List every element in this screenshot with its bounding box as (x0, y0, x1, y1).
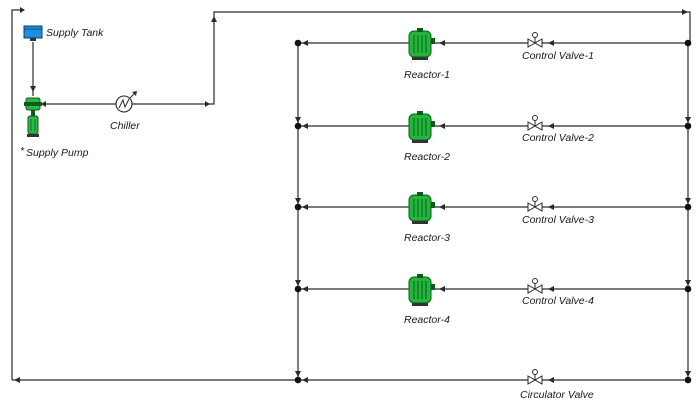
pump-discharge-line (42, 11, 691, 105)
arrow-icon (439, 40, 445, 46)
reactor-vessel-icon[interactable] (408, 28, 435, 60)
pipe-network (11, 9, 691, 381)
junction-node (684, 203, 692, 211)
arrow-icon (548, 377, 554, 383)
circulator-valve-label: Circulator Valve (520, 389, 594, 401)
control-valve-icon[interactable] (527, 196, 543, 212)
reactor-vessel-icon[interactable] (408, 111, 435, 143)
arrow-icon (20, 7, 25, 13)
junction-nodes (294, 39, 692, 384)
arrow-icon (295, 117, 301, 123)
junction-node (684, 376, 692, 384)
arrow-icon (685, 117, 691, 123)
junction-node (294, 39, 302, 47)
tank-icon[interactable] (23, 25, 43, 41)
junction-node (684, 285, 692, 293)
reactor-label: Reactor-1 (404, 69, 450, 81)
arrow-icon (439, 123, 445, 129)
arrow-icon (682, 9, 688, 15)
arrow-icon (685, 371, 691, 377)
return-line-left (11, 9, 20, 380)
control-valve-icon[interactable] (527, 369, 543, 385)
arrow-icon (302, 204, 308, 210)
arrow-icon (685, 280, 691, 286)
junction-node (294, 203, 302, 211)
junction-node (294, 122, 302, 130)
arrow-icon (205, 101, 210, 107)
arrow-icon (295, 280, 301, 286)
arrow-icon (14, 377, 20, 383)
arrow-icon (548, 286, 554, 292)
arrow-icon (302, 123, 308, 129)
reactor-label: Reactor-2 (404, 151, 450, 163)
junction-node (294, 285, 302, 293)
control-valve-label: Control Valve-1 (522, 50, 594, 62)
reactor-vessel-icon[interactable] (408, 274, 435, 306)
control-valve-icon[interactable] (527, 115, 543, 131)
arrow-icon (548, 204, 554, 210)
arrow-icon (439, 286, 445, 292)
junction-node (684, 122, 692, 130)
flow-arrows (14, 7, 691, 383)
arrow-icon (295, 198, 301, 204)
control-valve-icon[interactable] (527, 32, 543, 48)
junction-node (294, 376, 302, 384)
control-valve-icon[interactable] (527, 278, 543, 294)
arrow-icon (295, 371, 301, 377)
reactor-vessel-icon[interactable] (408, 192, 435, 224)
chiller-label: Chiller (110, 120, 140, 132)
arrow-icon (548, 40, 554, 46)
arrow-icon (302, 377, 308, 383)
arrow-icon (439, 204, 445, 210)
control-valve-label: Control Valve-3 (522, 214, 594, 226)
arrow-icon (685, 198, 691, 204)
arrow-icon (548, 123, 554, 129)
arrow-icon (211, 16, 217, 22)
supply-tank-label: Supply Tank (46, 27, 104, 39)
reactor-label: Reactor-4 (404, 314, 450, 326)
control-valve-label: Control Valve-4 (522, 295, 594, 307)
supply-pump-marker: * (20, 145, 25, 157)
arrow-icon (30, 86, 36, 92)
heat-exchanger-icon[interactable] (115, 91, 137, 113)
pump-icon[interactable] (24, 97, 42, 137)
arrow-icon (302, 40, 308, 46)
reactor-label: Reactor-3 (404, 232, 450, 244)
junction-node (684, 39, 692, 47)
supply-pump-label: Supply Pump (26, 147, 89, 159)
arrow-icon (41, 101, 46, 107)
arrow-icon (302, 286, 308, 292)
control-valve-label: Control Valve-2 (522, 132, 594, 144)
